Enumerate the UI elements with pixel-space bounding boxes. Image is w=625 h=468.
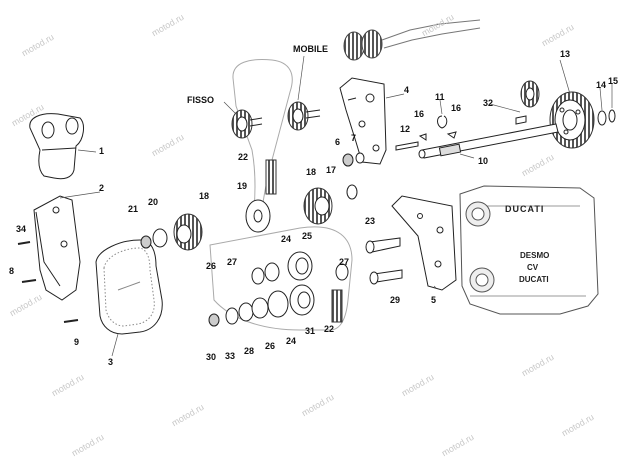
- callout-14: 14: [596, 80, 607, 90]
- callout-15: 15: [608, 76, 619, 86]
- support-plate-part-5: [391, 195, 457, 291]
- label-fixed: FISSO: [187, 95, 215, 105]
- callout-18b: 18: [199, 191, 210, 201]
- pulley-part-18-lower: [173, 213, 203, 251]
- washer-part-7: [355, 152, 365, 164]
- pulley-part-18-upper: [303, 187, 333, 225]
- pin-part-12: [395, 141, 419, 151]
- callout-24a: 24: [281, 234, 292, 244]
- callout-24b: 24: [286, 336, 297, 346]
- camshaft-pulleys-top: [343, 19, 481, 61]
- callout-7: 7: [351, 133, 357, 143]
- callout-27b: 27: [339, 257, 350, 267]
- key-part-16: [446, 131, 457, 139]
- bushing-part-6: [342, 153, 354, 167]
- callout-20: 20: [148, 197, 159, 207]
- engine-brand-text: DUCATI: [505, 204, 545, 214]
- mobile-pulley: [287, 101, 321, 131]
- engine-casing: [459, 185, 599, 315]
- screw-part-34: [17, 241, 31, 245]
- fixed-pulley: [231, 109, 263, 139]
- key-part-32: [515, 115, 527, 125]
- cap-part-1: [29, 113, 84, 180]
- callout-3: 3: [108, 357, 114, 367]
- callout-8: 8: [9, 266, 15, 276]
- spacer-part-28: [238, 302, 254, 322]
- key-part-16b: [418, 133, 427, 141]
- callout-31: 31: [305, 326, 316, 336]
- callout-26b: 26: [265, 341, 276, 351]
- callout-21: 21: [128, 204, 139, 214]
- spacer-part-20: [152, 228, 168, 248]
- callout-5: 5: [431, 295, 437, 305]
- engine-text-line2: CV: [527, 263, 539, 272]
- callout-18a: 18: [306, 167, 317, 177]
- callout-25: 25: [302, 231, 313, 241]
- callout-10: 10: [478, 156, 489, 166]
- callout-34: 34: [16, 224, 27, 234]
- engine-text-line3: DUCATI: [519, 275, 549, 284]
- washer-part-14: [597, 110, 607, 126]
- callout-6: 6: [335, 137, 341, 147]
- callout-22b: 22: [324, 324, 335, 334]
- washer-part-33: [225, 307, 239, 325]
- nut-part-21: [140, 235, 152, 249]
- callout-17: 17: [326, 165, 337, 175]
- ring-part-26b: [251, 297, 269, 319]
- callout-19: 19: [237, 181, 248, 191]
- callout-26a: 26: [206, 261, 217, 271]
- toothed-segment-part-22: [265, 159, 277, 195]
- callout-9: 9: [74, 337, 80, 347]
- circlip-part-11: [437, 115, 448, 129]
- ring-part-27: [251, 267, 265, 285]
- callout-23: 23: [365, 216, 376, 226]
- callout-11: 11: [435, 92, 445, 102]
- engine-text-line1: DESMO: [520, 251, 550, 260]
- callout-32: 32: [483, 98, 494, 108]
- shaft-part-10: [418, 123, 559, 159]
- callout-30: 30: [206, 352, 217, 362]
- toothed-segment-part-22b: [331, 289, 343, 323]
- front-cover-part-3: [95, 239, 163, 335]
- support-plate-part-4: [339, 77, 387, 165]
- disc-part-19: [245, 199, 271, 233]
- ring-part-17: [346, 184, 358, 200]
- bearing-part-24: [267, 290, 289, 318]
- callout-29: 29: [390, 295, 401, 305]
- leader-lines: [59, 55, 613, 357]
- screw-part-8: [21, 279, 37, 283]
- callout-13: 13: [560, 49, 571, 59]
- callout-2: 2: [99, 183, 105, 193]
- ring-part-27b: [335, 263, 349, 281]
- callout-27a: 27: [227, 257, 238, 267]
- callout-22a: 22: [238, 152, 249, 162]
- callout-33: 33: [225, 351, 236, 361]
- callout-12: 12: [400, 124, 411, 134]
- callout-28: 28: [244, 346, 255, 356]
- ring-part-26: [264, 262, 280, 282]
- callout-4: 4: [404, 85, 410, 95]
- callout-1: 1: [99, 146, 105, 156]
- label-mobile: MOBILE: [293, 44, 328, 54]
- washer-part-15: [608, 109, 616, 123]
- screw-part-9: [63, 319, 79, 323]
- nut-part-30: [208, 313, 220, 327]
- callout-16b: 16: [451, 103, 462, 113]
- back-plate-part-2: [33, 195, 81, 301]
- callout-16a: 16: [414, 109, 425, 119]
- stud-part-23: [369, 237, 401, 253]
- large-gear-part-13: [549, 91, 595, 149]
